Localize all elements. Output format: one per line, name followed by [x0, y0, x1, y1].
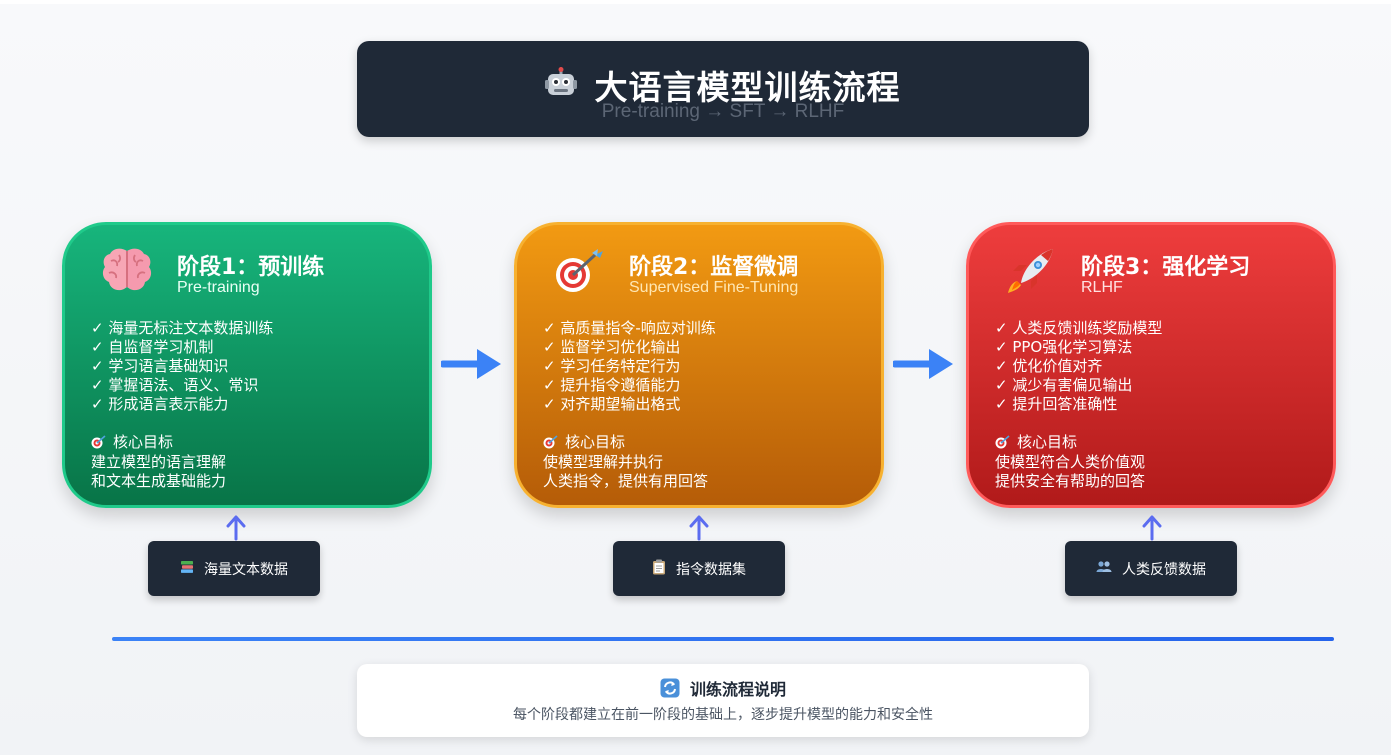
rocket-icon [1003, 245, 1059, 295]
stage-bullet: ✓ 提升回答准确性 [995, 395, 1118, 413]
stage-card-rlhf: 阶段3：强化学习 RLHF ✓ 人类反馈训练奖励模型 ✓ PPO强化学习算法 ✓… [966, 222, 1336, 508]
goal-line: 提供安全有帮助的回答 [995, 472, 1146, 490]
data-source-human-feedback: 人类反馈数据 [1065, 541, 1237, 596]
target-icon [551, 245, 607, 295]
footer-description: 每个阶段都建立在前一阶段的基础上，逐步提升模型的能力和安全性 [513, 707, 933, 723]
footer-title: 训练流程说明 [689, 680, 786, 699]
books-icon [180, 560, 194, 578]
dart-icon [995, 435, 1011, 454]
stage-title: 阶段2：监督微调 [629, 255, 799, 280]
goal-heading: 核心目标 [91, 433, 173, 454]
stage-bullet: ✓ 自监督学习机制 [91, 338, 214, 356]
stage-bullet: ✓ 减少有害偏见输出 [995, 376, 1133, 394]
page-title: 大语言模型训练流程 [594, 68, 901, 107]
goal-heading: 核心目标 [543, 433, 625, 454]
goal-label: 核心目标 [113, 433, 174, 451]
stage-card-sft: 阶段2：监督微调 Supervised Fine-Tuning ✓ 高质量指令-… [514, 222, 884, 508]
data-source-instruction-set: 指令数据集 [613, 541, 785, 596]
dart-icon [543, 435, 559, 454]
stage-bullet: ✓ 形成语言表示能力 [91, 395, 229, 413]
stage-bullet-list: ✓ 人类反馈训练奖励模型 ✓ PPO强化学习算法 ✓ 优化价值对齐 ✓ 减少有害… [995, 319, 1162, 414]
stage-bullet: ✓ 对齐期望输出格式 [543, 395, 681, 413]
stage-bullet: ✓ 监督学习优化输出 [543, 338, 681, 356]
stage-title: 阶段1：预训练 [177, 255, 325, 280]
stage-card-pretraining: 阶段1：预训练 Pre-training ✓ 海量无标注文本数据训练 ✓ 自监督… [62, 222, 432, 508]
stage-bullet: ✓ 学习任务特定行为 [543, 357, 681, 375]
stage-bullet: ✓ 高质量指令-响应对训练 [543, 319, 716, 337]
data-source-label: 人类反馈数据 [1122, 561, 1206, 578]
goal-text: 使模型符合人类价值观 提供安全有帮助的回答 [995, 453, 1145, 491]
title-row: 大语言模型训练流程 [357, 61, 1089, 109]
data-source-label: 指令数据集 [676, 561, 746, 578]
brain-icon [99, 245, 155, 295]
stage-subtitle: RLHF [1081, 279, 1123, 296]
stage-title: 阶段3：强化学习 [1081, 255, 1251, 280]
goal-line: 人类指令，提供有用回答 [543, 472, 709, 490]
goal-line: 和文本生成基础能力 [91, 472, 227, 490]
goal-heading: 核心目标 [995, 433, 1077, 454]
arrow-up-icon [1142, 515, 1162, 541]
goal-text: 使模型理解并执行 人类指令，提供有用回答 [543, 453, 708, 491]
flow-arrow-right-icon [441, 349, 501, 379]
arrow-up-icon [226, 515, 246, 541]
goal-label: 核心目标 [1017, 433, 1078, 451]
cycle-icon [660, 678, 680, 702]
stage-bullet-list: ✓ 海量无标注文本数据训练 ✓ 自监督学习机制 ✓ 学习语言基础知识 ✓ 掌握语… [91, 319, 273, 414]
stage-bullet: ✓ 海量无标注文本数据训练 [91, 319, 274, 337]
data-source-label: 海量文本数据 [204, 561, 288, 578]
top-strip [0, 0, 1391, 4]
dart-icon [91, 435, 107, 454]
stage-bullet: ✓ 提升指令遵循能力 [543, 376, 681, 394]
stage-bullet: ✓ 掌握语法、语义、常识 [91, 376, 259, 394]
stage-bullet: ✓ 优化价值对齐 [995, 357, 1103, 375]
flow-arrow-right-icon [893, 349, 953, 379]
arrow-up-icon [689, 515, 709, 541]
robot-icon [545, 67, 578, 103]
people-icon [1096, 560, 1112, 578]
stage-subtitle: Supervised Fine-Tuning [629, 279, 799, 296]
stage-subtitle: Pre-training [177, 279, 260, 296]
stage-bullet: ✓ 人类反馈训练奖励模型 [995, 319, 1163, 337]
stage-bullet: ✓ 学习语言基础知识 [91, 357, 229, 375]
data-source-text-corpus: 海量文本数据 [148, 541, 320, 596]
page-subtitle: Pre-training → SFT → RLHF [601, 101, 845, 122]
goal-line: 建立模型的语言理解 [91, 453, 227, 471]
stage-bullet-list: ✓ 高质量指令-响应对训练 ✓ 监督学习优化输出 ✓ 学习任务特定行为 ✓ 提升… [543, 319, 716, 414]
clipboard-icon [652, 559, 666, 579]
goal-label: 核心目标 [565, 433, 626, 451]
goal-line: 使模型理解并执行 [543, 453, 664, 471]
footer-note: 训练流程说明 每个阶段都建立在前一阶段的基础上，逐步提升模型的能力和安全性 [357, 664, 1089, 737]
footer-heading: 训练流程说明 [357, 676, 1089, 702]
title-banner: 大语言模型训练流程 Pre-training → SFT → RLHF [357, 41, 1089, 137]
stage-bullet: ✓ PPO强化学习算法 [995, 338, 1133, 356]
goal-text: 建立模型的语言理解 和文本生成基础能力 [91, 453, 226, 491]
section-divider [112, 637, 1334, 641]
goal-line: 使模型符合人类价值观 [995, 453, 1146, 471]
